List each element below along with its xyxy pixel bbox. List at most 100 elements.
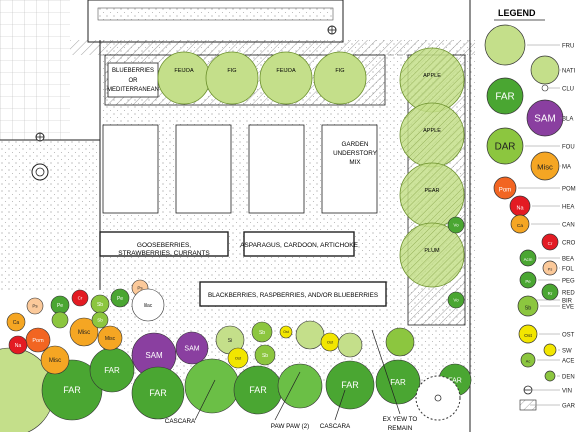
legend-item-label-18: SW bbox=[562, 349, 572, 355]
legend-item-label-14: RED bbox=[562, 291, 575, 297]
svg-text:DAR: DAR bbox=[495, 142, 516, 153]
legend-item-label-0: FRU bbox=[562, 44, 574, 50]
svg-text:Ps: Ps bbox=[548, 267, 553, 271]
plant-symbol-31 bbox=[295, 320, 325, 350]
svg-text:Na: Na bbox=[15, 343, 22, 349]
plant-symbol-30: Ost bbox=[279, 325, 293, 339]
callout-cascara-left: CASCARA bbox=[165, 418, 196, 425]
svg-text:FAR: FAR bbox=[63, 385, 81, 395]
svg-text:Sb: Sb bbox=[262, 353, 268, 359]
legend-item-label-9: CAN bbox=[562, 223, 575, 229]
svg-text:Ca: Ca bbox=[517, 223, 524, 229]
svg-text:Na: Na bbox=[516, 206, 524, 212]
plant-symbol-22: Sb bbox=[91, 311, 109, 329]
svg-text:Misc: Misc bbox=[49, 358, 61, 364]
plant-symbol-17: Ca bbox=[6, 312, 26, 332]
legend-item-21: VIN bbox=[523, 385, 572, 395]
gravel-area bbox=[0, 140, 100, 290]
right-tree-label-3: PLUM bbox=[424, 248, 440, 254]
top-tree-label-3: FIG bbox=[335, 68, 344, 74]
svg-text:Rr: Rr bbox=[548, 291, 553, 296]
legend-item-label-7: POM bbox=[562, 187, 576, 193]
legend-item-3: FAR bbox=[486, 77, 524, 115]
top-tree-1 bbox=[205, 51, 259, 105]
right-tree-label-0: APPLE bbox=[423, 73, 441, 79]
legend-item-18: SW bbox=[543, 343, 572, 357]
svg-text:Cr: Cr bbox=[78, 296, 83, 301]
svg-text:FAR: FAR bbox=[249, 385, 267, 395]
legend-item-9: Ca CAN bbox=[510, 214, 575, 234]
svg-text:Misc: Misc bbox=[78, 330, 90, 336]
svg-text:Ost: Ost bbox=[235, 355, 242, 360]
legend-item-13: Pe PEG bbox=[519, 271, 575, 289]
svg-text:Sb: Sb bbox=[525, 306, 532, 312]
legend-item-label-12: FOL bbox=[562, 267, 574, 273]
top-tree-3 bbox=[313, 51, 367, 105]
plant-symbol-27: lilac bbox=[131, 288, 165, 322]
legend-item-label-11: BEA bbox=[562, 257, 574, 263]
top-tree-0 bbox=[157, 51, 211, 105]
plant-symbol-9: FAR bbox=[325, 360, 375, 410]
top-tree-label-1: FIG bbox=[227, 68, 236, 74]
plant-symbol-26 bbox=[51, 311, 69, 329]
bed-1 bbox=[102, 124, 159, 214]
svg-text:Acm: Acm bbox=[524, 257, 533, 262]
top-tree-2 bbox=[259, 51, 313, 105]
right-tree-label-2: PEAR bbox=[425, 188, 440, 194]
svg-text:FAR: FAR bbox=[104, 366, 120, 375]
legend-item-7: Pom POM bbox=[493, 176, 576, 200]
callout-cascara-right: CASCARA bbox=[320, 423, 351, 430]
svg-text:Vo: Vo bbox=[453, 298, 459, 303]
svg-text:SAM: SAM bbox=[145, 351, 163, 360]
bed-gooseberries-label-2: STRAWBERRIES, CURRANTS bbox=[118, 250, 210, 257]
legend-item-2: CLU bbox=[541, 84, 574, 93]
legend-item-11: Acm BEA bbox=[519, 249, 574, 267]
plant-symbol-2: FAR bbox=[89, 347, 135, 393]
plant-symbol-29: Sb bbox=[251, 321, 273, 343]
legend-item-0: FRU bbox=[484, 24, 574, 66]
svg-text:FAR: FAR bbox=[149, 388, 167, 398]
plant-symbol-32: Ost bbox=[320, 332, 340, 352]
legend-item-label-22: GAR bbox=[562, 404, 576, 410]
bed-blueberries-label-1: BLUEBERRIES bbox=[112, 68, 154, 74]
legend-item-label-13: PEG bbox=[562, 279, 575, 285]
svg-text:Ps: Ps bbox=[137, 286, 143, 291]
legend-item-label-4: BLA bbox=[562, 117, 573, 123]
svg-text:Pe: Pe bbox=[525, 279, 531, 284]
planter-circle bbox=[31, 163, 49, 181]
svg-text:SAM: SAM bbox=[534, 114, 555, 125]
plant-symbol-15: Misc bbox=[97, 325, 123, 351]
plant-symbol-18: Na bbox=[8, 335, 28, 355]
bed-asparagus-label: ASPARAGUS, CARDOON, ARTICHOKE bbox=[240, 242, 359, 249]
callout-ex-yew-2: REMAIN bbox=[388, 425, 413, 432]
plant-symbol-19: Pe bbox=[50, 295, 70, 315]
legend-item-label-17: OST bbox=[562, 333, 575, 339]
plant-symbol-13: Misc bbox=[69, 317, 99, 347]
understory-label-1: GARDEN bbox=[342, 141, 369, 148]
bed-3 bbox=[248, 124, 305, 214]
svg-text:Sb: Sb bbox=[97, 302, 103, 308]
plant-symbol-36: Vo bbox=[447, 216, 465, 234]
plant-symbol-25: Ps bbox=[26, 297, 44, 315]
plant-symbol-14: Misc bbox=[40, 345, 70, 375]
svg-text:Ost: Ost bbox=[283, 330, 288, 334]
bed-blueberries bbox=[107, 62, 159, 98]
svg-text:Pom: Pom bbox=[499, 188, 511, 194]
bed-blackberries bbox=[199, 281, 387, 307]
plant-symbol-8 bbox=[277, 363, 323, 409]
legend-item-12: Ps FOL bbox=[542, 260, 574, 276]
legend-item-label-1: NATI bbox=[562, 69, 576, 75]
bed-2 bbox=[175, 124, 232, 214]
plant-symbol-4: SAM bbox=[175, 331, 209, 365]
plant-symbol-1: FAR bbox=[41, 359, 103, 421]
legend-item-label-2: CLU bbox=[562, 87, 574, 93]
legend-item-22: GAR bbox=[519, 399, 576, 411]
legend-item-label-8: HEA bbox=[562, 205, 574, 211]
